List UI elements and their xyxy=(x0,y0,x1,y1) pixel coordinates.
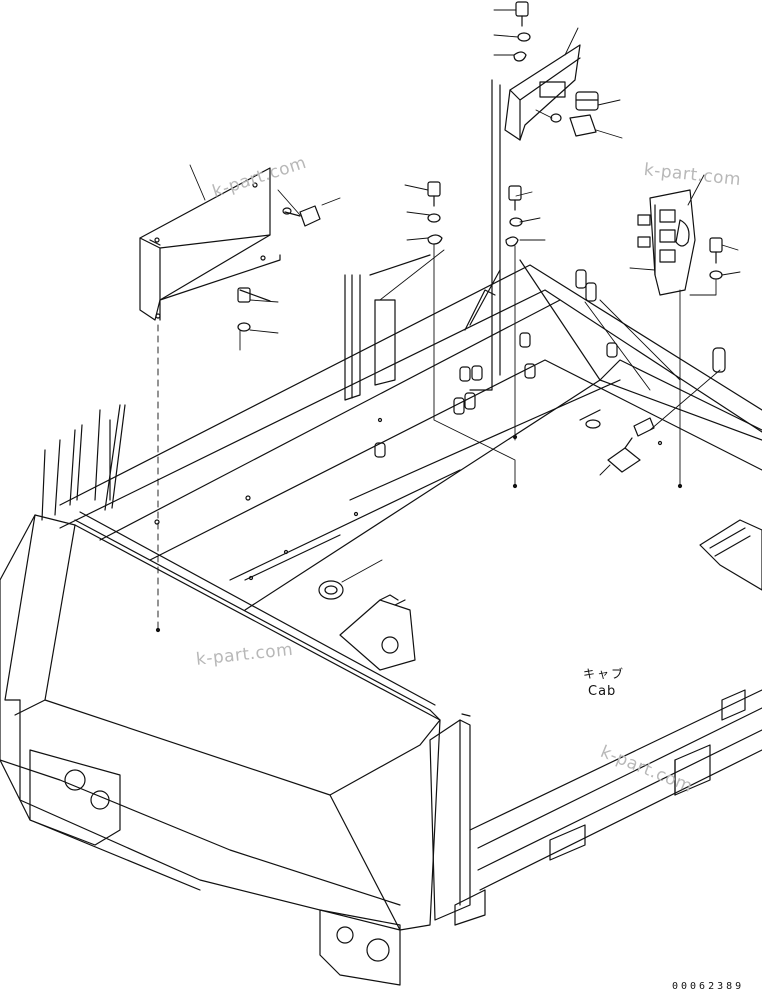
relay-bracket-upper xyxy=(469,44,599,391)
cab-label-japanese: キャブ xyxy=(583,667,626,681)
floor-bolt xyxy=(607,417,655,473)
front-step-box xyxy=(0,511,486,931)
leader-lines xyxy=(189,9,741,583)
cab-floor-frame xyxy=(59,259,762,891)
floor-fittings xyxy=(154,269,726,671)
relay-bracket-right xyxy=(637,189,723,296)
right-frame-blocks xyxy=(549,689,746,861)
figure-number: 00062389 xyxy=(672,981,745,992)
left-bracket-panel xyxy=(139,167,321,332)
center-fasteners xyxy=(427,1,531,247)
cab-side-posts xyxy=(41,254,431,521)
cab-label-english: Cab xyxy=(588,684,617,699)
under-frame-feet xyxy=(29,749,401,986)
